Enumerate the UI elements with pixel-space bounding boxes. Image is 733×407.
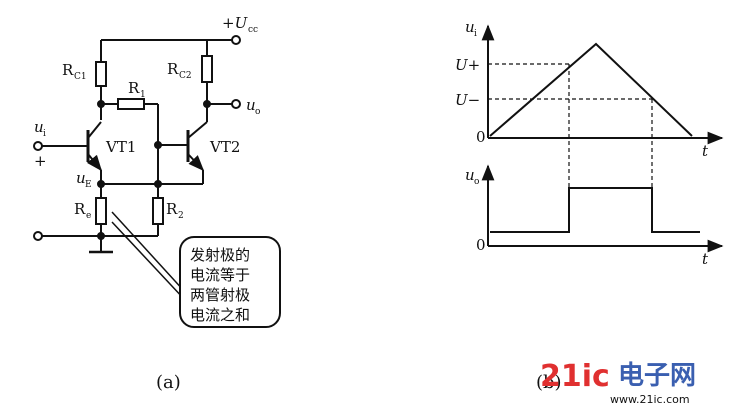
re-sub: e [86,211,91,221]
ue-label: u [76,169,86,187]
vt2-label: VT2 [209,138,240,156]
uminus-label: U− [455,91,480,109]
watermark-brand-num: 21ic [540,359,610,394]
watermark-brand-cn: 电子网 [618,361,696,391]
t2-label: t [702,250,709,268]
ground-terminal [33,231,43,241]
transistor-vt1 [86,121,103,184]
caption-b: (b) [536,372,562,393]
r2-label: R [166,200,178,218]
vt1-label: VT1 [105,138,136,156]
ue-sub: E [85,180,92,190]
uo-label: u [465,166,475,184]
input-sub: i [43,129,46,139]
transistor-vt2 [186,121,208,184]
t-label: t [702,142,709,160]
resistor-r2 [152,197,164,225]
rc1-label: R [62,61,74,79]
output-sub: o [255,107,260,117]
uo-square-wave [490,187,700,233]
circuit-diagram [33,35,281,328]
waveform-diagram [481,24,724,253]
uo-sub: o [474,177,479,187]
resistor-rc1 [95,61,107,87]
ui-triangle-wave [489,42,693,137]
rc1-sub: C1 [74,72,87,82]
callout-leader-2 [111,221,186,301]
callout-line-4: 电流之和 [190,306,250,324]
circuit-labels: +U cc R C1 R C2 R 1 R 2 R e VT1 VT2 u i … [34,14,260,393]
supply-terminal [231,35,241,45]
origin-label: 0 [476,128,486,146]
output-terminal [231,99,241,109]
callout-leader-1 [111,211,186,293]
callout-line-1: 发射极的 [190,246,250,264]
rc2-sub: C2 [179,71,192,81]
callout-line-3: 两管射极 [190,286,250,304]
resistor-re [95,197,107,225]
resistor-r1 [117,98,145,110]
waveform-labels: u i U+ U− 0 t u o 0 t (b) [455,18,709,393]
input-terminal [33,141,43,151]
input-label: u [34,118,44,136]
resistor-rc2 [201,55,213,83]
supply-label: +U [222,14,249,32]
origin2-label: 0 [476,236,486,254]
caption-a: (a) [156,372,181,393]
r1-sub: 1 [140,90,146,100]
ui-label: u [465,18,475,36]
watermark-logo: 21ic 电子网 www.21ic.com [540,359,696,406]
output-label: u [246,96,256,114]
callout-line-2: 电流等于 [190,266,250,284]
rc2-label: R [167,60,179,78]
supply-sub: cc [248,25,258,35]
input-plus: + [34,152,47,170]
ui-sub: i [474,29,477,39]
re-label: R [74,200,86,218]
r1-label: R [128,79,140,97]
callout-box [179,236,281,328]
uplus-label: U+ [455,56,480,74]
watermark-url: www.21ic.com [610,393,690,406]
r2-sub: 2 [178,211,184,221]
